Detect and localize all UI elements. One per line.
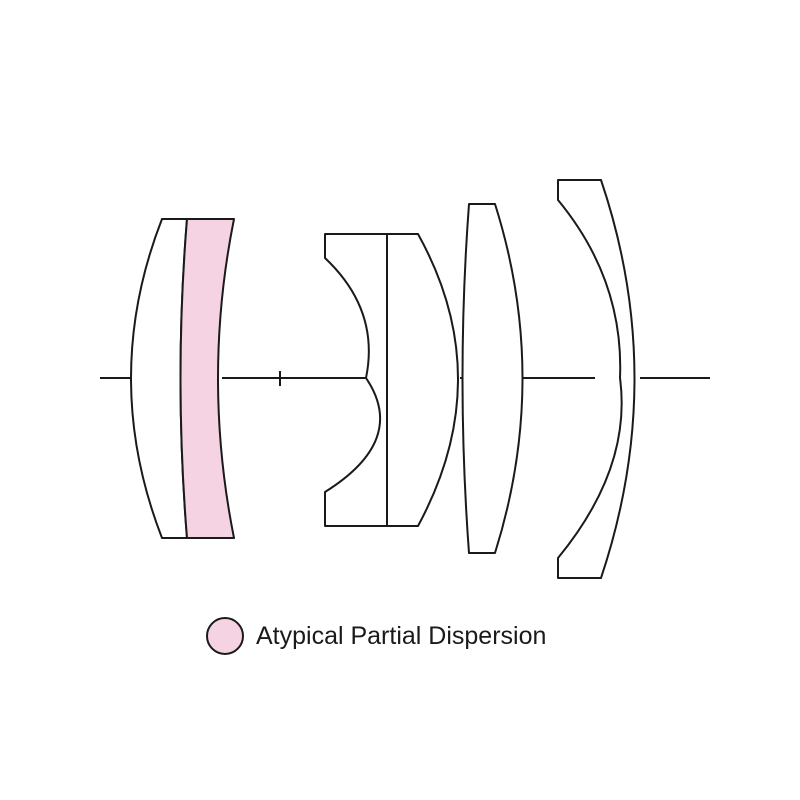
lens-element-1 [130, 218, 188, 539]
lens-element-5 [461, 203, 524, 554]
lens-element-3 [324, 233, 388, 527]
legend: Atypical Partial Dispersion [206, 612, 546, 660]
lens-element-6 [557, 179, 636, 579]
legend-label: Atypical Partial Dispersion [256, 621, 547, 650]
lens-element-2 [179, 218, 235, 539]
legend-swatch-circle [206, 617, 244, 655]
lens-element-4 [386, 233, 459, 527]
